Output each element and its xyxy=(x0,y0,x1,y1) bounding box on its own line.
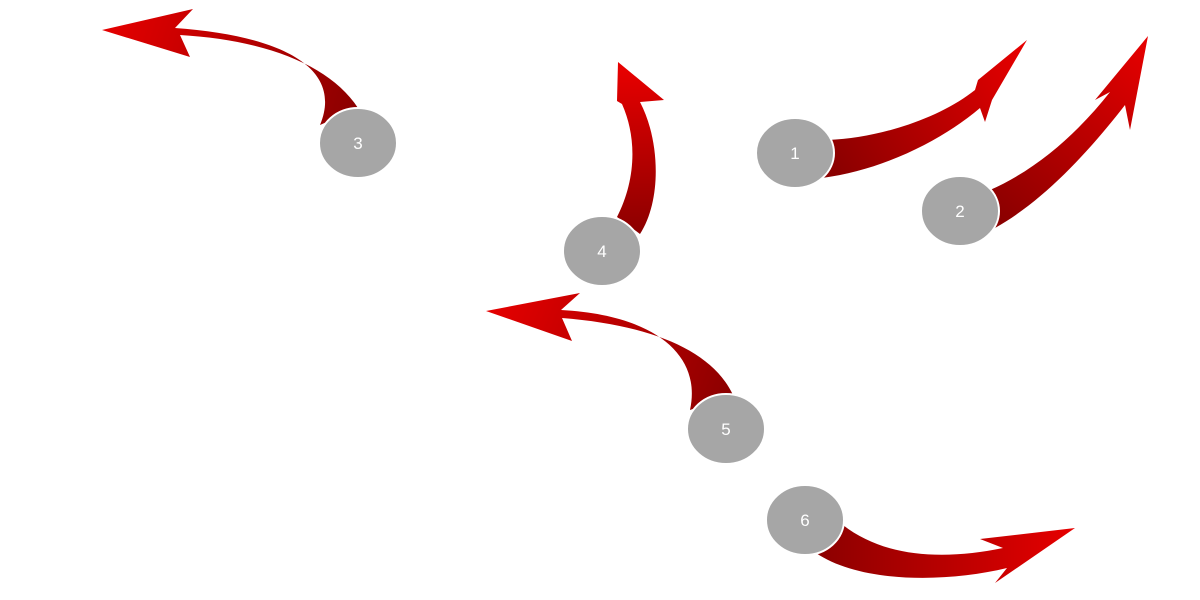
arrow-4 xyxy=(617,62,664,234)
node-2: 2 xyxy=(920,175,1000,247)
node-6: 6 xyxy=(765,484,845,556)
node-3-label: 3 xyxy=(353,134,362,153)
arrow-3 xyxy=(102,9,358,125)
arrow-2 xyxy=(990,36,1148,228)
node-4-label: 4 xyxy=(597,242,606,261)
node-5-label: 5 xyxy=(721,420,730,439)
arrow-5 xyxy=(486,293,733,410)
node-5: 5 xyxy=(686,393,766,465)
arrow-1 xyxy=(822,40,1027,178)
node-1-label: 1 xyxy=(790,144,799,163)
node-4: 4 xyxy=(562,215,642,287)
node-2-label: 2 xyxy=(955,202,964,221)
node-3: 3 xyxy=(318,107,398,179)
node-1: 1 xyxy=(755,117,835,189)
arrow-6 xyxy=(816,525,1075,583)
node-6-label: 6 xyxy=(800,511,809,530)
